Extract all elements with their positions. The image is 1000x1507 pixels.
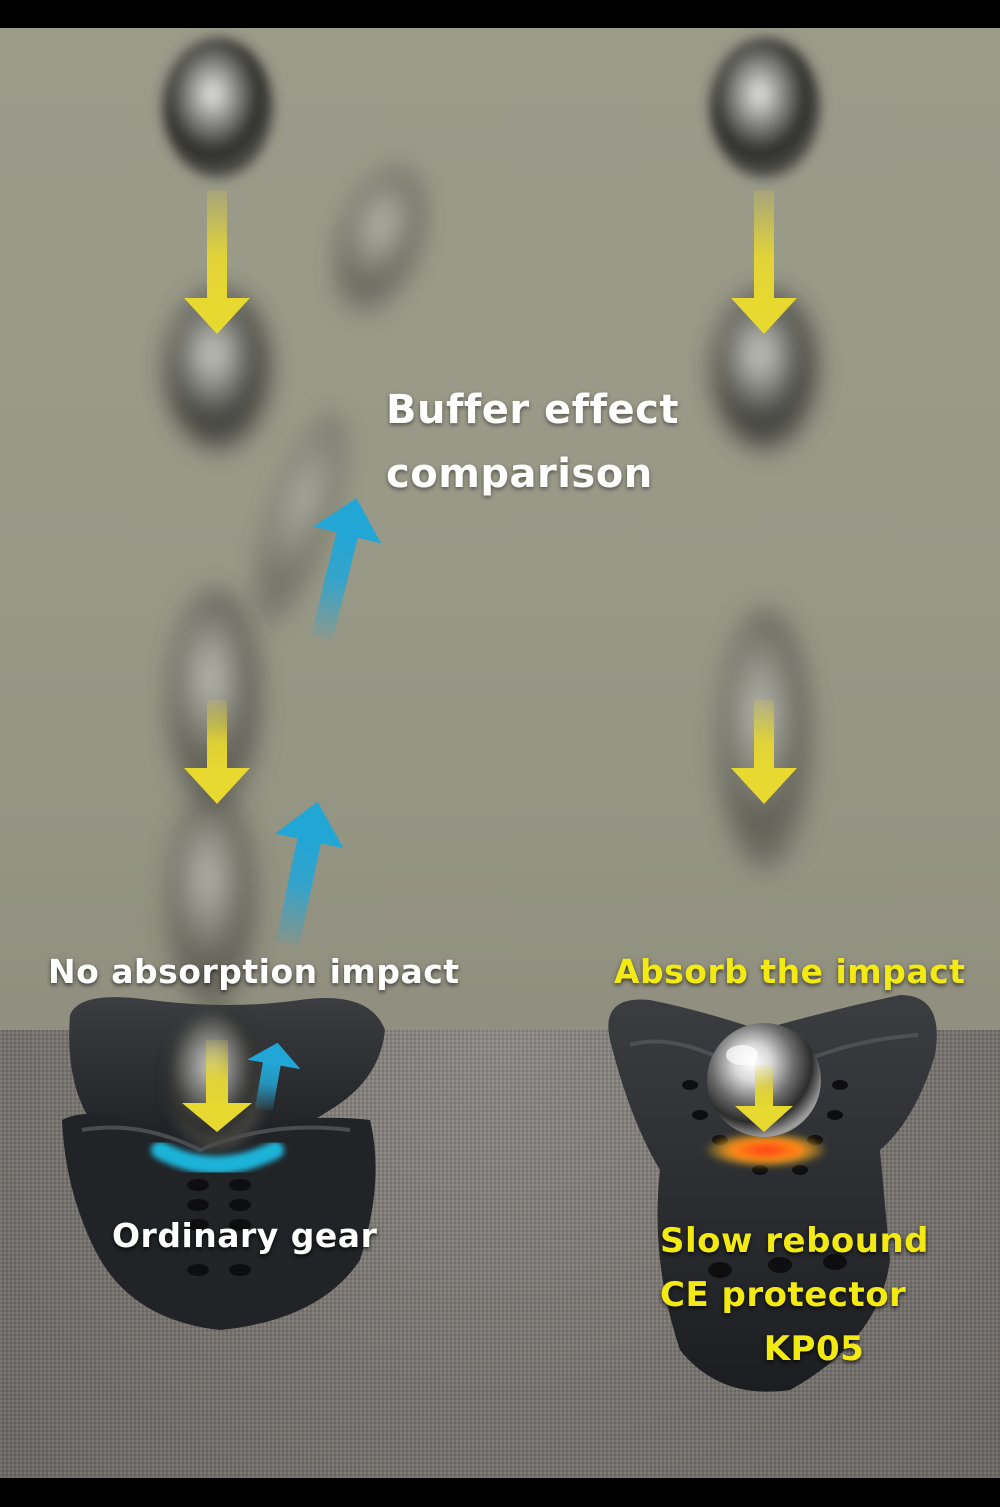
arrow-down-icon (735, 1065, 793, 1132)
arrow-down-icon (731, 700, 797, 804)
page-title: Buffer effect comparison (386, 378, 679, 506)
arrow-down-icon (182, 1040, 252, 1132)
kp05-product-label: Slow rebound CE protector KP05 (660, 1214, 929, 1376)
model-name-label: KP05 (763, 1329, 865, 1369)
arrow-down-icon (184, 190, 250, 334)
blue-up-arrows (247, 498, 382, 1111)
arrow-up-icon (247, 1042, 301, 1111)
arrow-up-icon (274, 801, 344, 947)
title-line-2: comparison (386, 451, 653, 497)
bottom-border (0, 1478, 1000, 1507)
no-absorption-label: No absorption impact (48, 952, 460, 991)
title-line-1: Buffer effect (386, 387, 679, 433)
wall-background (0, 28, 1000, 1058)
arrow-down-icon (731, 190, 797, 334)
absorb-impact-label: Absorb the impact (614, 952, 966, 991)
yellow-down-arrows (182, 190, 797, 1132)
slow-rebound-label: Slow rebound (660, 1221, 930, 1261)
ordinary-gear-label: Ordinary gear (112, 1216, 378, 1255)
arrow-up-icon (310, 498, 382, 641)
ce-protector-label: CE protector (660, 1275, 907, 1315)
arrow-down-icon (184, 700, 250, 804)
top-border (0, 0, 1000, 28)
